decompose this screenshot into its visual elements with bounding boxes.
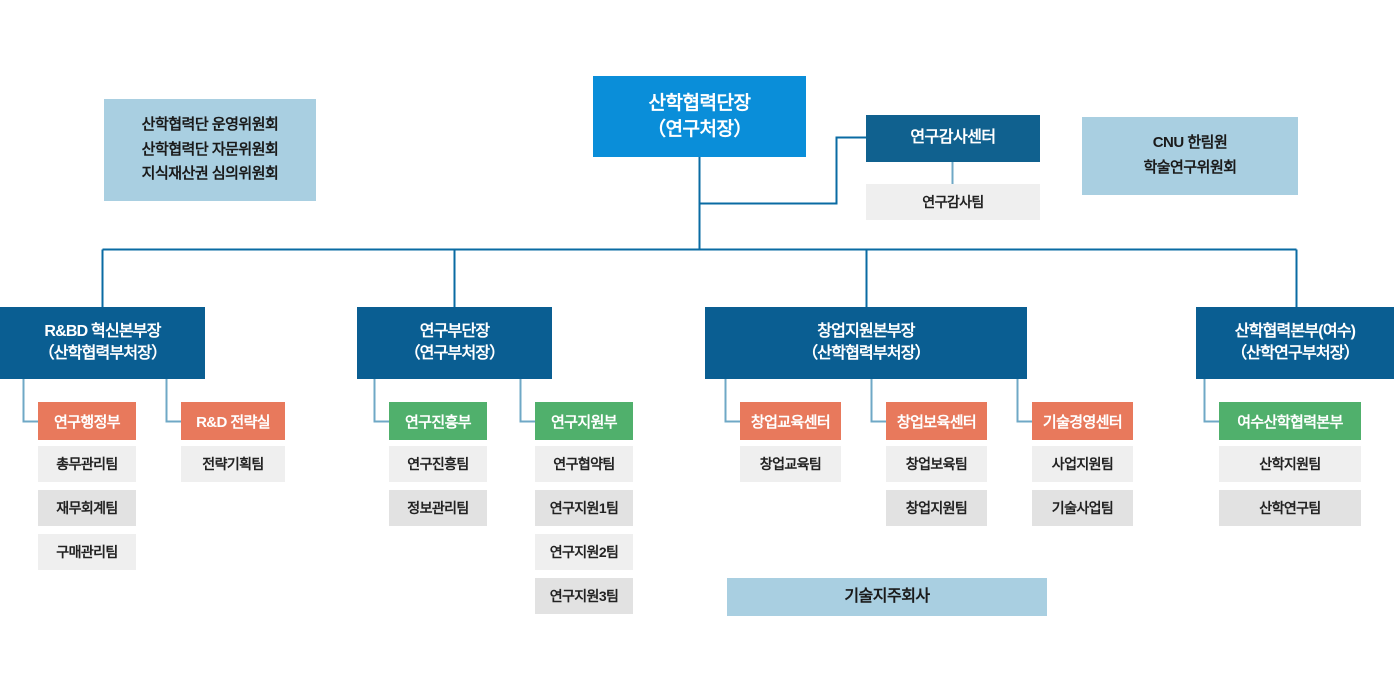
dept-header-startup-education[interactable]: 창업교육센터 xyxy=(740,402,841,440)
team-label: 구매관리팀 xyxy=(56,544,118,560)
team-cell[interactable]: 창업지원팀 xyxy=(886,490,987,526)
root-title-line1: 산학협력단장 xyxy=(648,92,751,114)
team-cell[interactable]: 산학지원팀 xyxy=(1219,446,1361,482)
team-label: 산학연구팀 xyxy=(1259,500,1321,516)
root-node-director[interactable]: 산학협력단장 （연구처장） xyxy=(593,76,806,157)
panel-committees-right: CNU 한림원 학술연구위원회 xyxy=(1082,117,1298,195)
committee-left-line3: 지식재산권 심의위원회 xyxy=(141,165,279,183)
dept-column-yeosu: 여수산학협력본부 산학지원팀 산학연구팀 xyxy=(1219,402,1361,526)
division-startup-line1: 창업지원본부장 xyxy=(817,323,915,341)
committee-left-line2: 산학협력단 자문위원회 xyxy=(141,140,279,158)
division-research-line1: 연구부단장 xyxy=(419,323,490,341)
dept-column-startup-education: 창업교육센터 창업교육팀 xyxy=(740,402,841,482)
division-node-startup[interactable]: 창업지원본부장 （산학협력부처장） xyxy=(705,307,1027,379)
root-title-line2: （연구처장） xyxy=(647,118,752,140)
holding-company-label: 기술지주회사 xyxy=(844,587,930,605)
audit-team-label: 연구감사팀 xyxy=(922,194,984,210)
team-cell[interactable]: 연구지원3팀 xyxy=(535,578,633,614)
dept-column-rnd-strategy: R&D 전략실 전략기획팀 xyxy=(181,402,285,482)
team-label: 연구협약팀 xyxy=(553,456,615,472)
dept-column-research-promotion: 연구진흥부 연구진흥팀 정보관리팀 xyxy=(389,402,487,526)
team-cell[interactable]: 연구지원1팀 xyxy=(535,490,633,526)
team-label: 기술사업팀 xyxy=(1051,500,1114,516)
team-label: 창업지원팀 xyxy=(905,500,968,516)
team-cell[interactable]: 산학연구팀 xyxy=(1219,490,1361,526)
division-yeosu-line2: （산학연구부처장） xyxy=(1231,345,1360,362)
division-startup-line2: （산학협력부처장） xyxy=(802,345,931,362)
team-label: 연구진흥팀 xyxy=(407,456,469,472)
dept-header-technology-management[interactable]: 기술경영센터 xyxy=(1032,402,1133,440)
team-label: 산학지원팀 xyxy=(1259,456,1321,472)
dept-label-startup-education: 창업교육센터 xyxy=(750,413,831,431)
team-label: 연구지원3팀 xyxy=(549,588,619,604)
team-cell[interactable]: 재무회계팀 xyxy=(38,490,136,526)
dept-label-yeosu: 여수산학협력본부 xyxy=(1237,413,1343,431)
dept-header-research-promotion[interactable]: 연구진흥부 xyxy=(389,402,487,440)
panel-committees-left: 산학협력단 운영위원회 산학협력단 자문위원회 지식재산권 심의위원회 xyxy=(104,99,316,201)
team-cell[interactable]: 연구진흥팀 xyxy=(389,446,487,482)
dept-label-research-support: 연구지원부 xyxy=(550,413,618,431)
team-label: 정보관리팀 xyxy=(407,500,469,516)
team-cell[interactable]: 사업지원팀 xyxy=(1032,446,1133,482)
dept-header-yeosu[interactable]: 여수산학협력본부 xyxy=(1219,402,1361,440)
division-yeosu-line1: 산학협력본부(여수) xyxy=(1234,323,1356,341)
committee-left-line1: 산학협력단 운영위원회 xyxy=(141,115,279,133)
team-label: 재무회계팀 xyxy=(56,500,118,516)
dept-header-startup-incubation[interactable]: 창업보육센터 xyxy=(886,402,987,440)
dept-column-research-admin: 연구행정부 총무관리팀 재무회계팀 구매관리팀 xyxy=(38,402,136,570)
team-cell[interactable]: 전략기획팀 xyxy=(181,446,285,482)
team-cell[interactable]: 창업교육팀 xyxy=(740,446,841,482)
dept-label-technology-management: 기술경영센터 xyxy=(1042,413,1123,431)
dept-header-research-support[interactable]: 연구지원부 xyxy=(535,402,633,440)
team-label: 창업보육팀 xyxy=(905,456,968,472)
node-research-audit-center[interactable]: 연구감사센터 xyxy=(866,115,1040,162)
team-cell[interactable]: 정보관리팀 xyxy=(389,490,487,526)
team-label: 연구지원1팀 xyxy=(549,500,619,516)
team-cell[interactable]: 총무관리팀 xyxy=(38,446,136,482)
division-research-line2: （연구부처장） xyxy=(404,345,505,362)
division-node-yeosu[interactable]: 산학협력본부(여수) （산학연구부처장） xyxy=(1196,307,1394,379)
dept-label-research-promotion: 연구진흥부 xyxy=(404,413,472,431)
team-cell[interactable]: 기술사업팀 xyxy=(1032,490,1133,526)
dept-label-research-admin: 연구행정부 xyxy=(53,413,121,431)
team-label: 연구지원2팀 xyxy=(549,544,619,560)
dept-column-research-support: 연구지원부 연구협약팀 연구지원1팀 연구지원2팀 연구지원3팀 xyxy=(535,402,633,614)
team-label: 창업교육팀 xyxy=(759,456,822,472)
dept-column-startup-incubation: 창업보육센터 창업보육팀 창업지원팀 xyxy=(886,402,987,526)
dept-header-rnd-strategy[interactable]: R&D 전략실 xyxy=(181,402,285,440)
audit-center-label: 연구감사센터 xyxy=(910,129,996,147)
team-cell[interactable]: 창업보육팀 xyxy=(886,446,987,482)
dept-header-research-admin[interactable]: 연구행정부 xyxy=(38,402,136,440)
team-cell[interactable]: 연구지원2팀 xyxy=(535,534,633,570)
team-label: 사업지원팀 xyxy=(1051,456,1114,472)
division-node-research[interactable]: 연구부단장 （연구부처장） xyxy=(357,307,552,379)
team-label: 총무관리팀 xyxy=(56,456,118,472)
team-cell[interactable]: 연구협약팀 xyxy=(535,446,633,482)
division-node-rnbd[interactable]: R&BD 혁신본부장 （산학협력부처장） xyxy=(0,307,205,379)
dept-label-rnd-strategy: R&D 전략실 xyxy=(196,413,270,431)
division-rnbd-line2: （산학협력부처장） xyxy=(38,345,168,362)
dept-column-technology-management: 기술경영센터 사업지원팀 기술사업팀 xyxy=(1032,402,1133,526)
dept-label-startup-incubation: 창업보육센터 xyxy=(896,413,977,431)
team-label: 전략기획팀 xyxy=(202,456,264,472)
team-cell[interactable]: 구매관리팀 xyxy=(38,534,136,570)
division-rnbd-line1: R&BD 혁신본부장 xyxy=(44,323,161,341)
node-research-audit-team[interactable]: 연구감사팀 xyxy=(866,184,1040,220)
node-technology-holding-company[interactable]: 기술지주회사 xyxy=(727,578,1047,616)
committee-right-line1: CNU 한림원 xyxy=(1152,134,1228,152)
committee-right-line2: 학술연구위원회 xyxy=(1143,159,1237,176)
